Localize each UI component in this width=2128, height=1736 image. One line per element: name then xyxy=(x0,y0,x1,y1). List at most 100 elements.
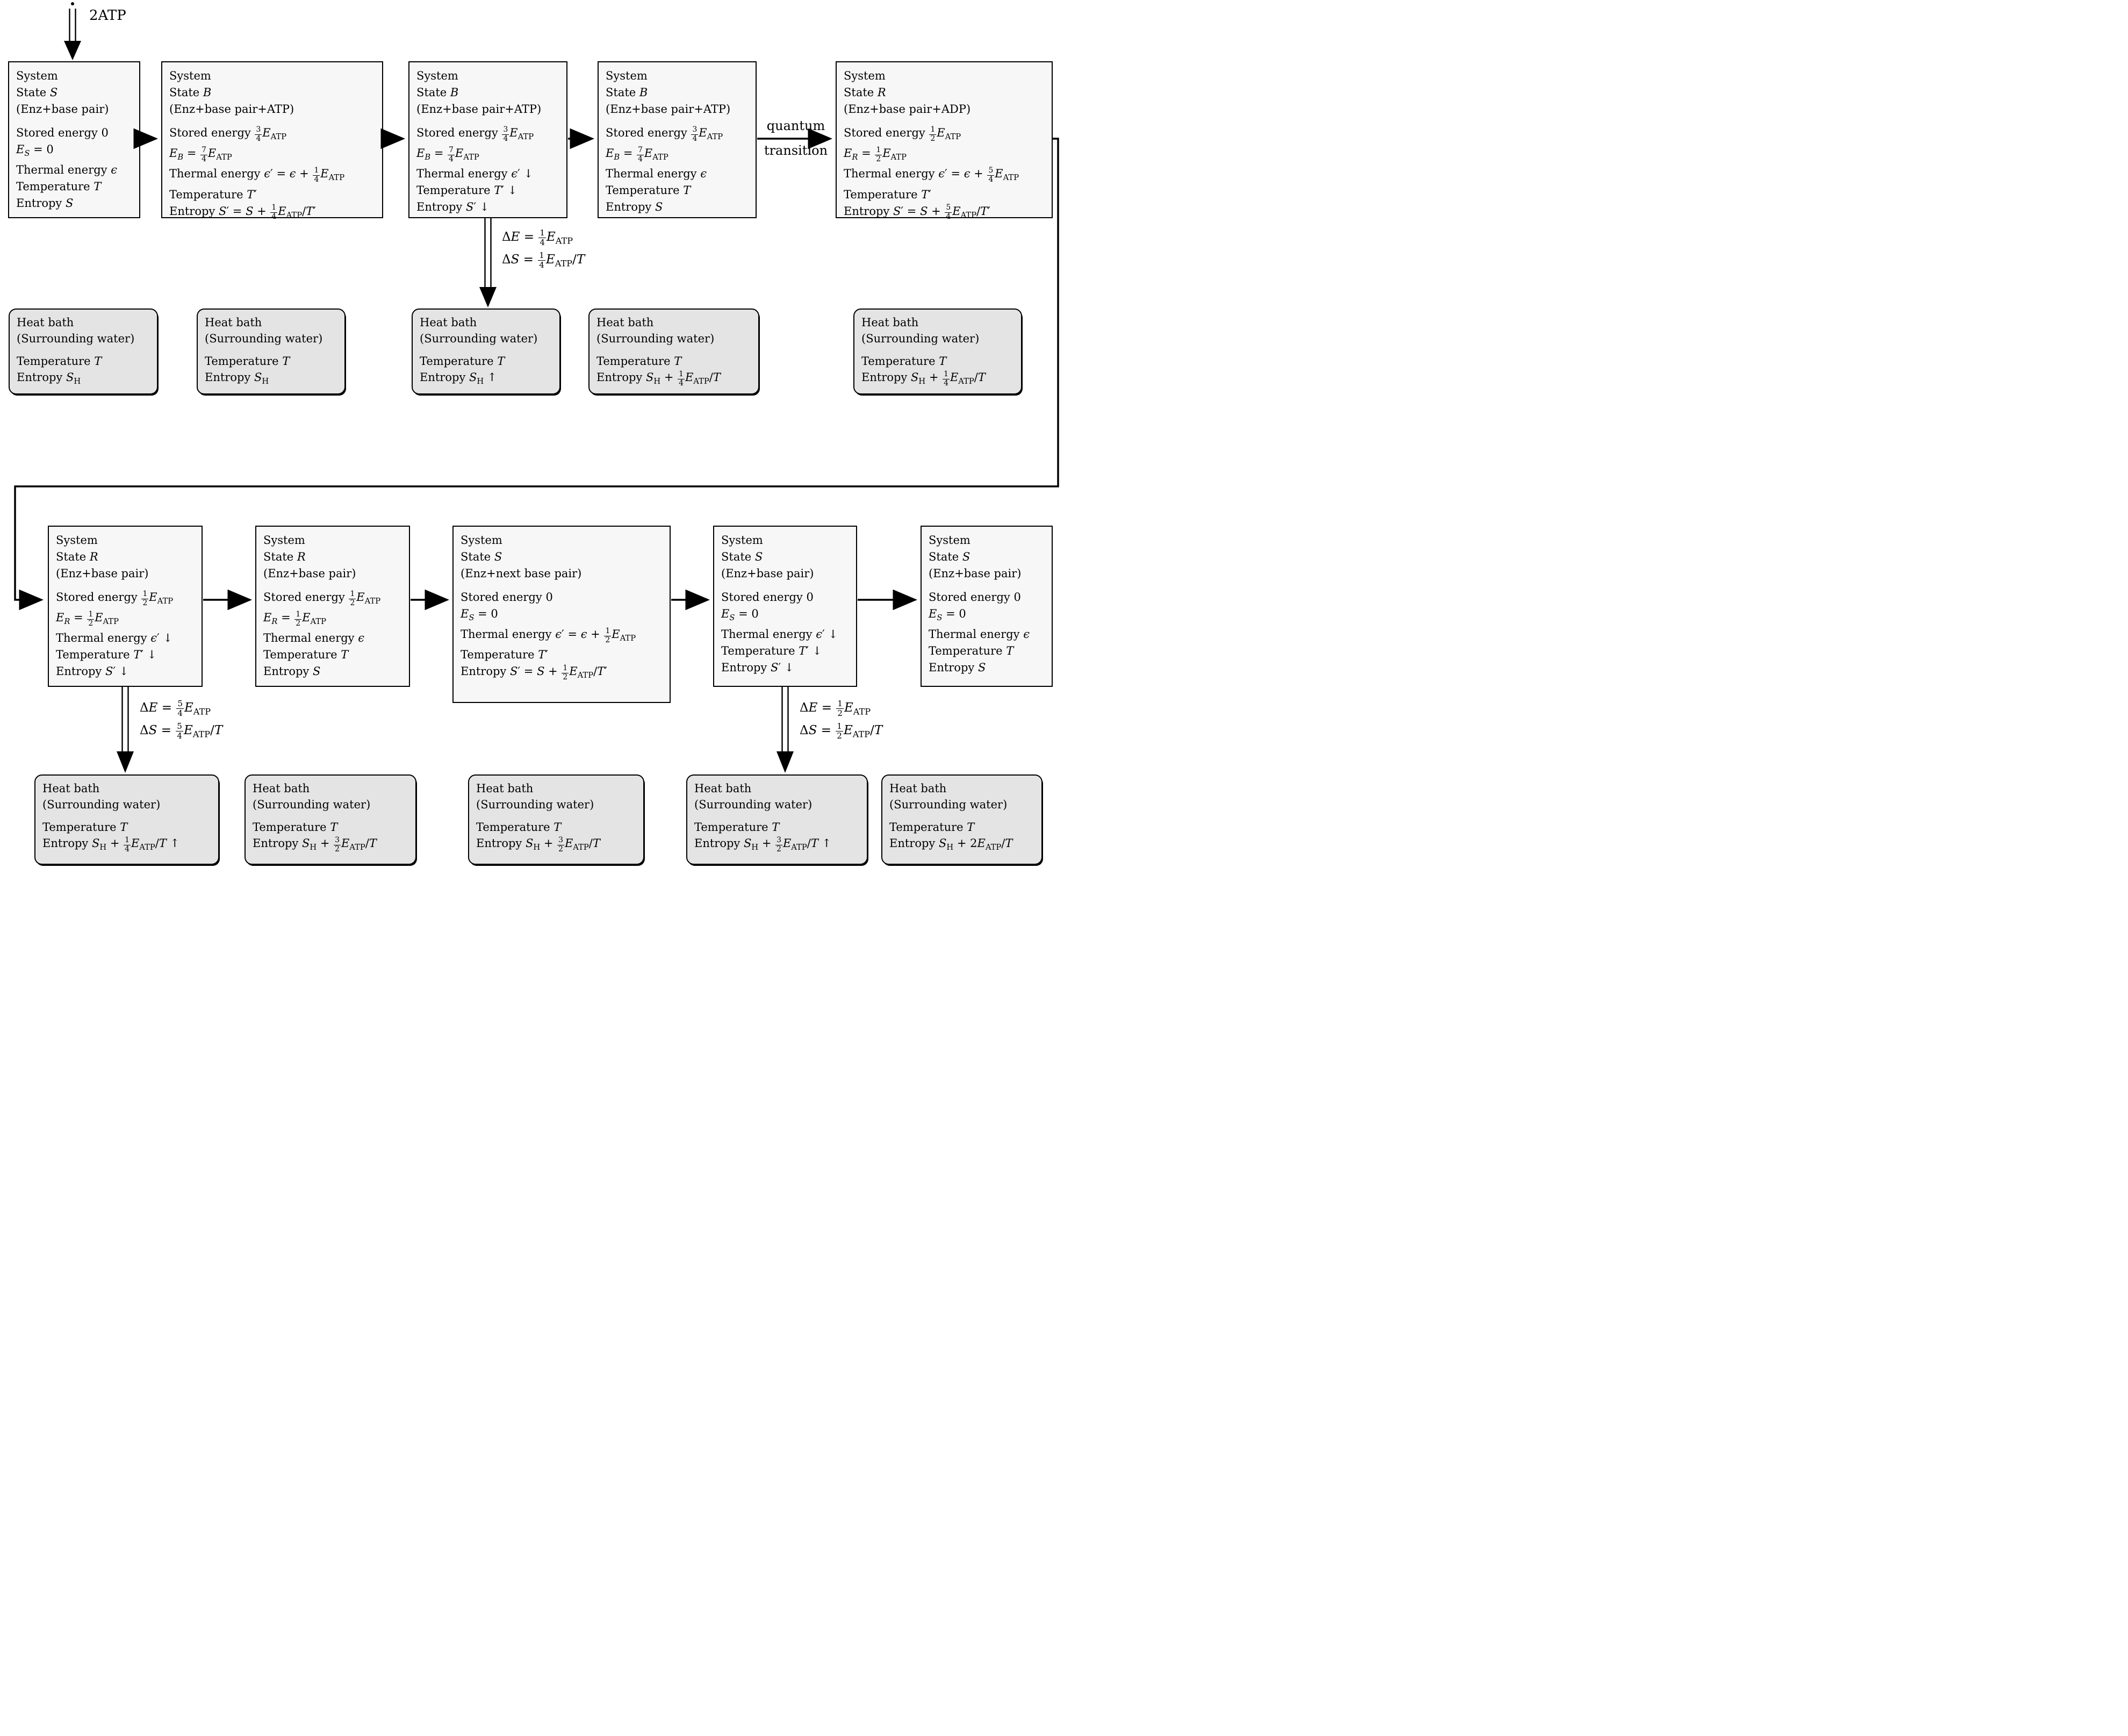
box-property: Thermal energy ϵ xyxy=(606,167,707,181)
box-property: Entropy S xyxy=(929,661,986,675)
bath-title: Heat bath xyxy=(420,316,477,329)
bath-property: Temperature T xyxy=(205,355,290,368)
box-title: System xyxy=(844,69,886,82)
quantum-transition-label-top: quantum xyxy=(766,118,825,133)
box-composition: (Enz+base pair) xyxy=(263,567,356,580)
box-property: Stored energy 0 xyxy=(461,591,553,604)
bath-property: Temperature T xyxy=(694,821,780,834)
box-composition: (Enz+base pair) xyxy=(56,567,149,580)
box-composition: (Enz+base pair) xyxy=(16,103,109,116)
box-composition: (Enz+base pair+ATP) xyxy=(606,103,731,116)
box-state: State B xyxy=(416,86,459,99)
box-property: Entropy S xyxy=(606,200,663,214)
box-property: Thermal energy ϵ′ ↓ xyxy=(56,632,173,645)
box-property: Entropy S′ ↓ xyxy=(721,661,794,675)
bath-title: Heat bath xyxy=(596,316,654,329)
bath-property: Entropy SH ↑ xyxy=(420,371,497,386)
heat-bath-bottom-2: Heat bath(Surrounding water)Temperature … xyxy=(245,774,416,865)
box-composition: (Enz+base pair+ATP) xyxy=(416,103,542,116)
bath-composition: (Surrounding water) xyxy=(889,798,1008,811)
box-composition: (Enz+base pair) xyxy=(721,567,814,580)
box-property: Temperature T xyxy=(606,184,691,197)
heat-release-arrow-top xyxy=(479,218,497,307)
box-property: Temperature T xyxy=(16,180,102,193)
box-property: Stored energy 0 xyxy=(929,591,1021,604)
bath-composition: (Surrounding water) xyxy=(253,798,371,811)
bath-property: Temperature T xyxy=(42,821,128,834)
box-composition: (Enz+base pair+ADP) xyxy=(844,103,971,116)
box-property: Temperature T′ xyxy=(169,188,257,201)
bath-composition: (Surrounding water) xyxy=(17,332,135,345)
box-state: State S xyxy=(16,86,58,99)
heat-release-arrow-bottom-left xyxy=(117,687,134,773)
bath-composition: (Surrounding water) xyxy=(861,332,980,345)
bath-property: Temperature T xyxy=(420,355,505,368)
box-property: Stored energy 0 xyxy=(721,591,814,604)
heat-release-arrow-bottom-right xyxy=(777,687,794,773)
box-property: Thermal energy ϵ xyxy=(16,163,117,177)
heat-bath-top-2: Heat bath(Surrounding water)Temperature … xyxy=(197,309,346,394)
bath-property: Entropy SH + 2EATP/T xyxy=(889,837,1013,852)
box-property: ES = 0 xyxy=(461,607,498,623)
bath-title: Heat bath xyxy=(17,316,74,329)
bath-composition: (Surrounding water) xyxy=(420,332,538,345)
box-property: ES = 0 xyxy=(721,607,759,623)
box-state: State R xyxy=(56,550,98,563)
box-title: System xyxy=(721,534,763,547)
bath-title: Heat bath xyxy=(861,316,919,329)
box-title: System xyxy=(263,534,305,547)
box-property: Thermal energy ϵ′ ↓ xyxy=(721,628,838,641)
bath-composition: (Surrounding water) xyxy=(596,332,715,345)
atp-input-label: 2ATP xyxy=(89,8,126,24)
box-property: Entropy S′ ↓ xyxy=(416,200,490,214)
heat-bath-top-1: Heat bath(Surrounding water)Temperature … xyxy=(9,309,158,394)
box-title: System xyxy=(461,534,502,547)
box-title: System xyxy=(416,69,458,82)
bath-title: Heat bath xyxy=(205,316,262,329)
heat-bath-top-4: Heat bath (Surrounding water) Temperature … xyxy=(588,309,759,394)
bath-composition: (Surrounding water) xyxy=(476,798,594,811)
bath-property: Temperature T xyxy=(596,355,682,368)
bath-property: Temperature T xyxy=(889,821,975,834)
heat-bath-bottom-3: Heat bath(Surrounding water)Temperature … xyxy=(468,774,644,865)
box-title: System xyxy=(606,69,648,82)
box-property: Entropy S′ ↓ xyxy=(56,665,129,678)
box-property: Thermal energy ϵ xyxy=(929,628,1030,641)
bath-title: Heat bath xyxy=(476,782,534,795)
box-property: Entropy S xyxy=(263,665,321,678)
bath-property: Entropy SH xyxy=(205,371,269,386)
atp-input-arrow xyxy=(64,2,81,60)
quantum-transition-label-bottom: transition xyxy=(764,143,828,158)
box-property: Temperature T′ xyxy=(844,188,932,201)
bath-title: Heat bath xyxy=(694,782,752,795)
